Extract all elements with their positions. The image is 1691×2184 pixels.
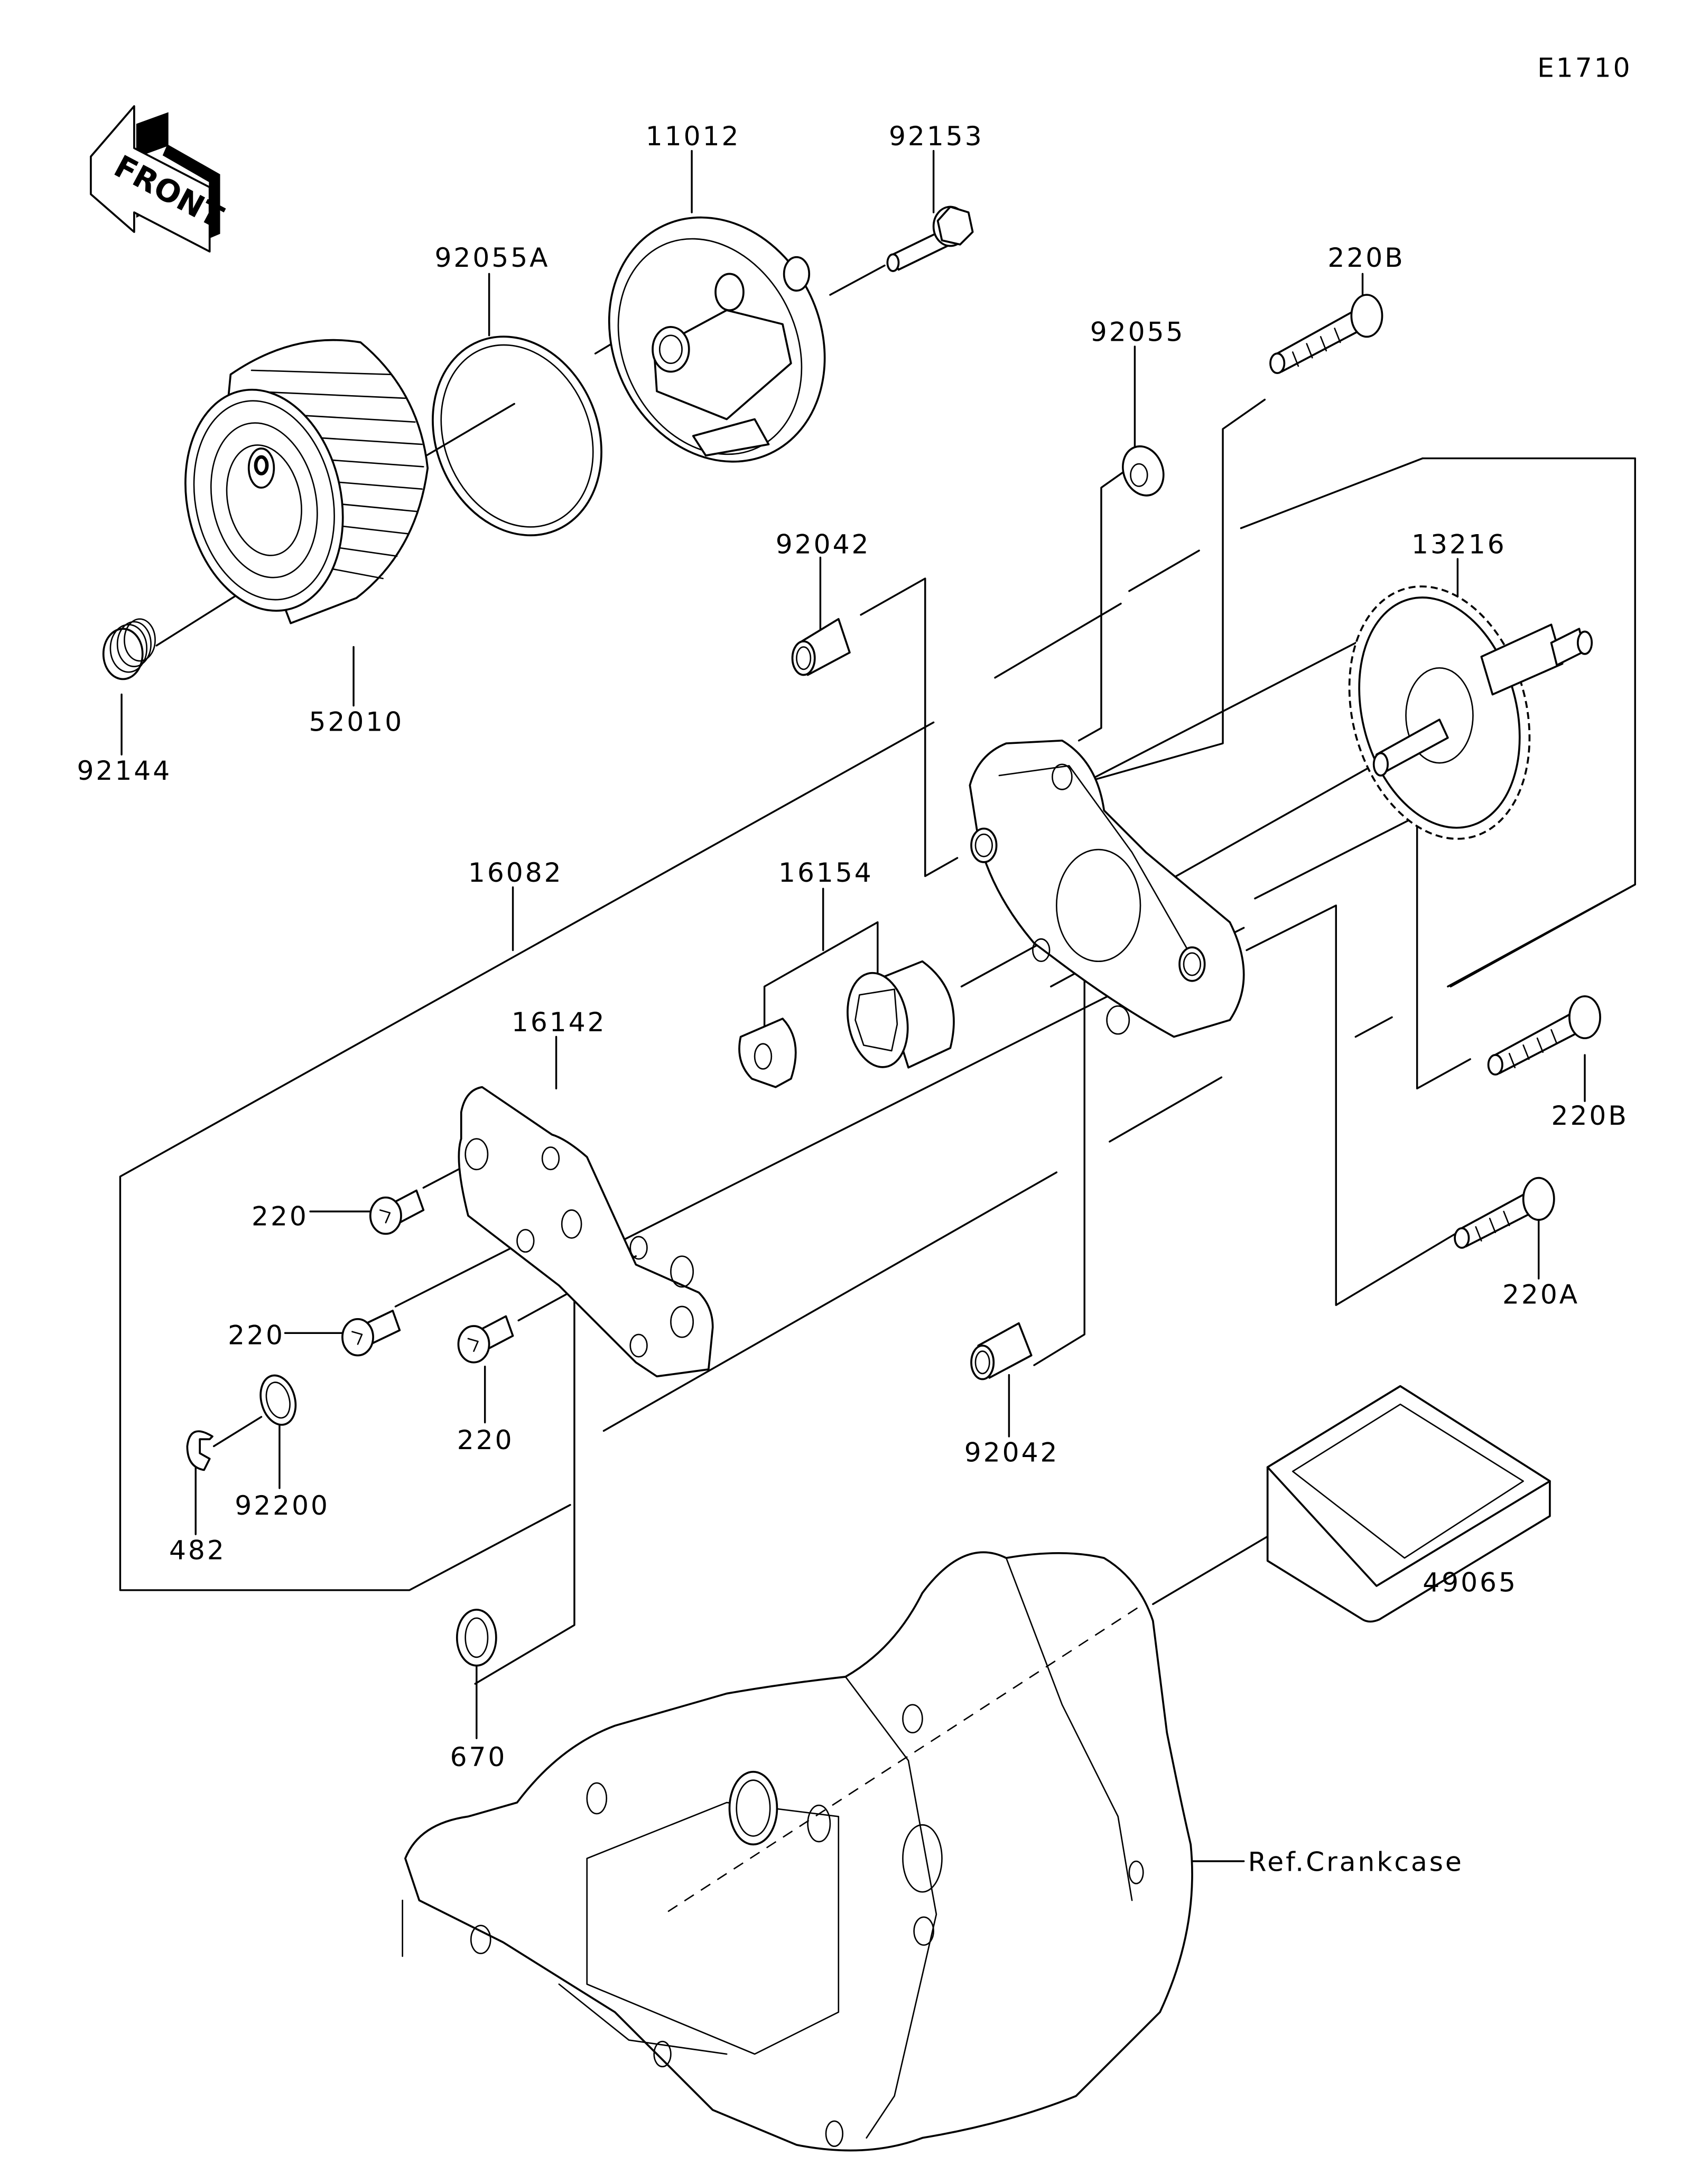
part-92042-dowel-top[interactable] <box>791 618 851 676</box>
part-220-screw-b[interactable] <box>341 1310 401 1357</box>
label-92055A[interactable]: 92055A <box>434 242 550 273</box>
label-92153[interactable]: 92153 <box>889 120 984 152</box>
label-92200[interactable]: 92200 <box>235 1490 330 1521</box>
label-220B-right[interactable]: 220B <box>1551 1100 1629 1131</box>
label-220-a[interactable]: 220 <box>252 1201 309 1232</box>
label-16082[interactable]: 16082 <box>468 857 563 888</box>
front-arrow-icon: FRONT <box>90 105 229 253</box>
crankcase-reference-drawing <box>402 1551 1193 2152</box>
label-92042-bottom[interactable]: 92042 <box>964 1437 1060 1468</box>
label-220-c[interactable]: 220 <box>457 1424 514 1455</box>
part-92055-washer[interactable] <box>1116 441 1170 501</box>
part-16154-rotor-set[interactable] <box>738 960 955 1088</box>
label-92055[interactable]: 92055 <box>1090 316 1185 347</box>
part-52010-oil-filter[interactable] <box>166 339 429 626</box>
part-92200-washer[interactable] <box>255 1371 301 1429</box>
label-49065[interactable]: 49065 <box>1423 1567 1518 1598</box>
label-52010[interactable]: 52010 <box>309 706 404 737</box>
part-92153-bolt[interactable] <box>886 206 974 272</box>
part-11012-filter-cover[interactable] <box>570 182 864 497</box>
part-49065-oil-screen[interactable] <box>1266 1385 1551 1623</box>
part-16082-pump-body[interactable] <box>969 739 1245 1038</box>
part-92042-dowel-bottom[interactable] <box>970 1322 1033 1380</box>
part-220-screw-a[interactable] <box>369 1189 425 1235</box>
label-11012[interactable]: 11012 <box>646 120 741 152</box>
label-13216[interactable]: 13216 <box>1411 528 1507 559</box>
label-92042-top[interactable]: 92042 <box>776 528 871 559</box>
part-92055A-o-ring[interactable] <box>404 311 630 561</box>
part-16142-cover-plate[interactable] <box>458 1086 714 1378</box>
part-220A-bolt[interactable] <box>1454 1177 1555 1249</box>
part-220-screw-c[interactable] <box>457 1315 514 1364</box>
label-670[interactable]: 670 <box>450 1741 507 1772</box>
part-482-circlip[interactable] <box>186 1430 213 1471</box>
part-13216-gear-shaft[interactable] <box>1323 566 1593 859</box>
reference-crankcase-label: Ref.Crankcase <box>1248 1846 1464 1878</box>
part-220B-bolt-right[interactable] <box>1487 995 1601 1076</box>
part-labels: 11012 92153 92055A 220B 92055 92042 1321… <box>77 120 1629 1878</box>
part-670-o-ring[interactable] <box>456 1609 497 1667</box>
label-220A[interactable]: 220A <box>1502 1279 1579 1310</box>
label-482[interactable]: 482 <box>169 1535 226 1566</box>
part-220B-bolt-top[interactable] <box>1269 294 1383 375</box>
label-220-b[interactable]: 220 <box>228 1319 285 1350</box>
label-16154[interactable]: 16154 <box>778 857 874 888</box>
part-92144-spring[interactable] <box>102 618 156 680</box>
label-220B-top[interactable]: 220B <box>1327 242 1405 273</box>
label-16142[interactable]: 16142 <box>512 1006 607 1038</box>
label-92144[interactable]: 92144 <box>77 755 172 786</box>
figure-code: E1710 <box>1537 52 1632 83</box>
